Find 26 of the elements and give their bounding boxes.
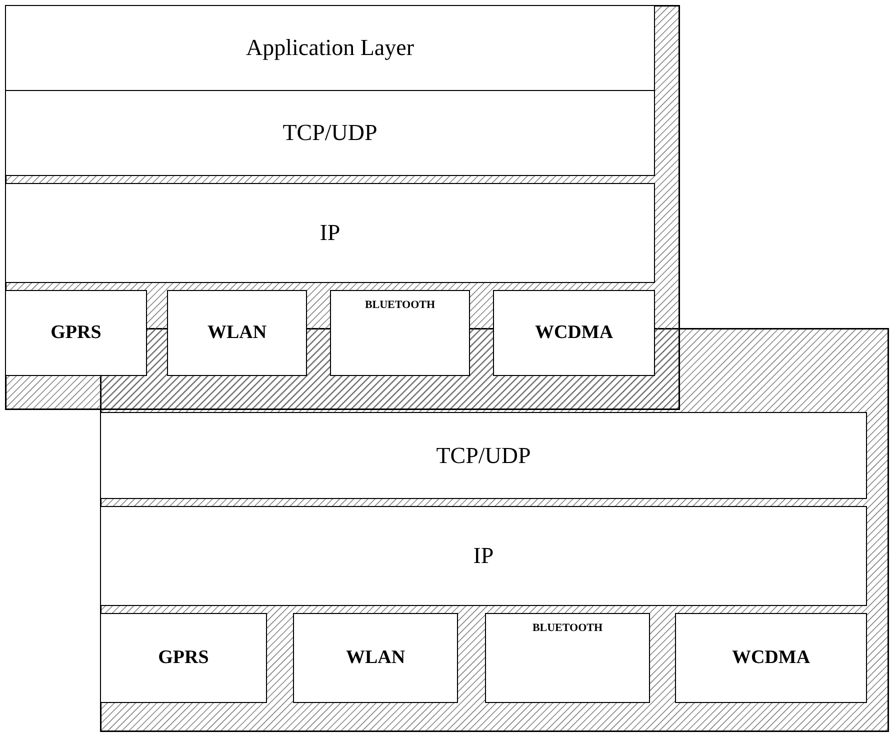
layer-label: Application Layer	[246, 35, 414, 61]
layer-label: WCDMA	[732, 647, 810, 669]
layer-box	[5, 90, 655, 176]
layer-box	[100, 412, 867, 499]
layer-box	[293, 613, 458, 703]
layer-box	[675, 613, 867, 703]
layer-label: BLUETOOTH	[532, 622, 603, 634]
layer-box	[5, 183, 655, 283]
layer-label: IP	[320, 220, 340, 246]
layer-label: GPRS	[158, 647, 209, 669]
layer-box	[5, 290, 147, 376]
layer-box	[493, 290, 655, 376]
layer-box	[167, 290, 307, 376]
layer-box	[100, 506, 867, 606]
layer-label: GPRS	[50, 322, 102, 344]
layer-box	[100, 613, 267, 703]
layer-label: WLAN	[346, 647, 406, 669]
layer-label: IP	[473, 543, 494, 569]
layer-label: TCP/UDP	[282, 120, 378, 146]
layer-box	[330, 290, 470, 376]
layer-box	[5, 5, 655, 91]
layer-label: WCDMA	[534, 322, 614, 344]
layer-label: TCP/UDP	[436, 442, 531, 468]
layer-label: BLUETOOTH	[364, 299, 436, 311]
layer-box	[485, 613, 650, 703]
layer-label: WLAN	[207, 322, 267, 344]
